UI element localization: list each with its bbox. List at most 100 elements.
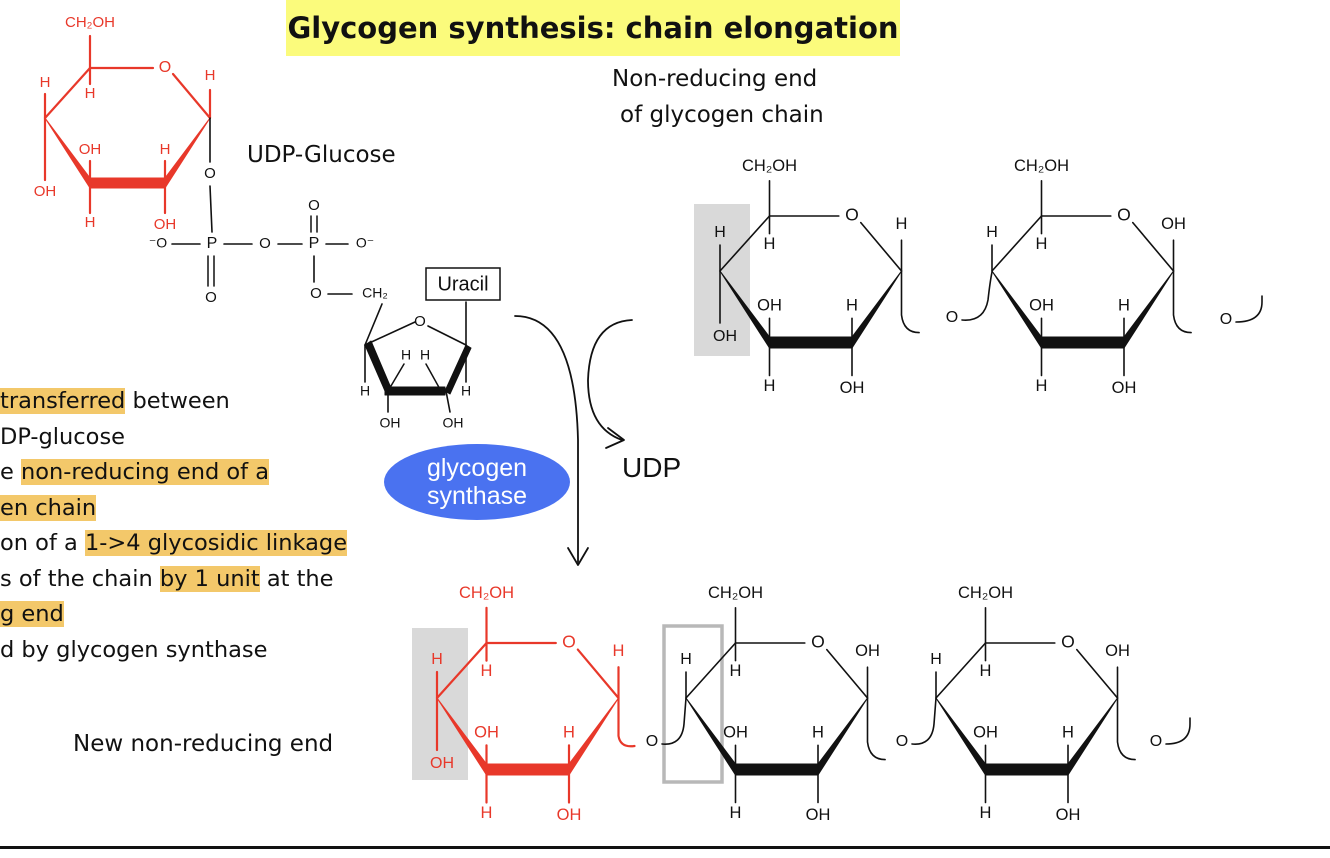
bond bbox=[364, 321, 416, 346]
uracil-box bbox=[425, 267, 501, 301]
enzyme-label-line2: synthase bbox=[426, 482, 528, 510]
bond-curve bbox=[1172, 270, 1192, 334]
hydroxyl: OH bbox=[443, 415, 464, 431]
anomeric-substituent: H bbox=[205, 67, 216, 84]
hydrogen: H bbox=[986, 224, 998, 241]
hydroxyl: OH bbox=[1029, 297, 1054, 315]
anomeric-substituent: H bbox=[896, 215, 908, 233]
hydroxyl: OH bbox=[34, 183, 57, 200]
bond bbox=[576, 648, 620, 700]
ch2oh-group: CH₂OH bbox=[708, 584, 763, 602]
wedge-bond bbox=[851, 270, 902, 349]
wedge-bond bbox=[1067, 697, 1118, 776]
udp-glucose-label: UDP-Glucose bbox=[247, 142, 396, 168]
wedge-bond bbox=[735, 763, 819, 776]
glycosidic-oxygen: O bbox=[646, 733, 658, 750]
bond-curve bbox=[900, 270, 920, 334]
hydrogen: H bbox=[481, 662, 493, 680]
enzyme-label-line1: glycogen bbox=[426, 454, 528, 482]
highlighted-text: 1->4 glycosidic linkage bbox=[84, 530, 348, 556]
hydrogen: H bbox=[1118, 297, 1130, 315]
hydrogen: H bbox=[930, 651, 942, 668]
hydroxyl: OH bbox=[430, 755, 454, 772]
bond bbox=[364, 303, 383, 346]
bond bbox=[171, 72, 212, 120]
ring-oxygen: O bbox=[845, 205, 859, 225]
hydrogen: H bbox=[764, 377, 776, 395]
bond bbox=[1076, 648, 1119, 699]
bond bbox=[445, 390, 451, 413]
hydroxyl: OH bbox=[1112, 379, 1137, 397]
highlighted-text: by 1 unit bbox=[159, 565, 260, 592]
hydrogen: H bbox=[563, 724, 575, 742]
bullet-text: DP-glucose bbox=[0, 423, 126, 450]
bond bbox=[685, 642, 737, 699]
new-non-reducing-end-highlight bbox=[412, 628, 468, 780]
bond-curve bbox=[1116, 697, 1136, 761]
hydrogen: H bbox=[680, 651, 692, 668]
bond-curve bbox=[866, 697, 886, 761]
wedge-bond bbox=[985, 763, 1069, 776]
bond bbox=[859, 221, 903, 272]
hydrogen: H bbox=[730, 804, 742, 822]
bond bbox=[427, 325, 467, 346]
ring-oxygen: O bbox=[1117, 205, 1131, 225]
phosphoryl-oxygen: O bbox=[205, 289, 217, 306]
hydrogen: H bbox=[714, 224, 726, 241]
glycosidic-oxygen: O bbox=[1220, 311, 1232, 328]
arrowhead bbox=[605, 427, 625, 449]
hydrogen: H bbox=[764, 235, 776, 253]
ester-oxygen: O bbox=[204, 165, 216, 182]
hydrogen: H bbox=[1062, 724, 1074, 742]
hydroxyl: OH bbox=[1056, 806, 1081, 824]
glycosidic-bond bbox=[961, 271, 993, 321]
hydrogen: H bbox=[812, 724, 824, 742]
hydroxyl: OH bbox=[757, 297, 782, 315]
hydroxyl: OH bbox=[474, 724, 499, 742]
glycogen-synthase-enzyme: glycogen synthase bbox=[384, 444, 570, 520]
bond bbox=[425, 363, 442, 392]
ring-oxygen: O bbox=[811, 632, 825, 652]
bullet-line: s of the chain by 1 unit at the bbox=[0, 562, 360, 598]
hydrogen: H bbox=[1036, 377, 1048, 395]
hydroxyl: OH bbox=[557, 806, 582, 824]
phosphate-oxygen: ⁻O bbox=[149, 235, 167, 251]
glycosidic-bond bbox=[911, 697, 937, 745]
bond bbox=[435, 641, 488, 700]
udp-release-arrow bbox=[587, 319, 633, 441]
phosphoryl-oxygen: O bbox=[308, 197, 320, 214]
bullet-line: DP-glucose bbox=[0, 420, 360, 456]
ring-oxygen: O bbox=[562, 632, 576, 652]
hydrogen: H bbox=[1036, 235, 1048, 253]
wedge-bond bbox=[769, 336, 853, 349]
bullet-text: at the bbox=[259, 565, 334, 592]
hydrogen: H bbox=[846, 297, 858, 315]
new-non-reducing-end-label: New non-reducing end bbox=[73, 731, 334, 757]
hydrogen: H bbox=[481, 804, 493, 822]
title-banner: Glycogen synthesis: chain elongation bbox=[286, 0, 900, 56]
highlighted-text: non-reducing end of a bbox=[21, 459, 270, 485]
highlighted-text: g end bbox=[0, 601, 64, 627]
hydroxyl: OH bbox=[840, 379, 865, 397]
uracil-label: Uracil bbox=[437, 273, 488, 295]
wedge-bond bbox=[817, 697, 868, 776]
bullet-line: g end bbox=[0, 597, 360, 633]
anomeric-substituent: OH bbox=[1105, 642, 1130, 660]
bond bbox=[935, 642, 987, 699]
anomeric-substituent: OH bbox=[1161, 215, 1186, 233]
new-glycosidic-bond bbox=[617, 696, 636, 748]
bond bbox=[719, 215, 771, 272]
ch2oh-group: CH₂OH bbox=[65, 14, 115, 31]
glycosidic-bond bbox=[661, 697, 687, 745]
bond bbox=[43, 66, 92, 120]
ch2oh-group: CH₂OH bbox=[958, 584, 1013, 602]
hydrogen: H bbox=[85, 214, 96, 231]
hydroxyl: OH bbox=[973, 724, 998, 742]
bridging-oxygen: O bbox=[259, 235, 271, 252]
non-reducing-end-label-line1: Non-reducing end bbox=[612, 66, 818, 92]
bullet-text: s of the chain bbox=[0, 565, 160, 592]
hydroxyl: OH bbox=[806, 806, 831, 824]
ch2oh-group: CH₂OH bbox=[459, 584, 514, 602]
